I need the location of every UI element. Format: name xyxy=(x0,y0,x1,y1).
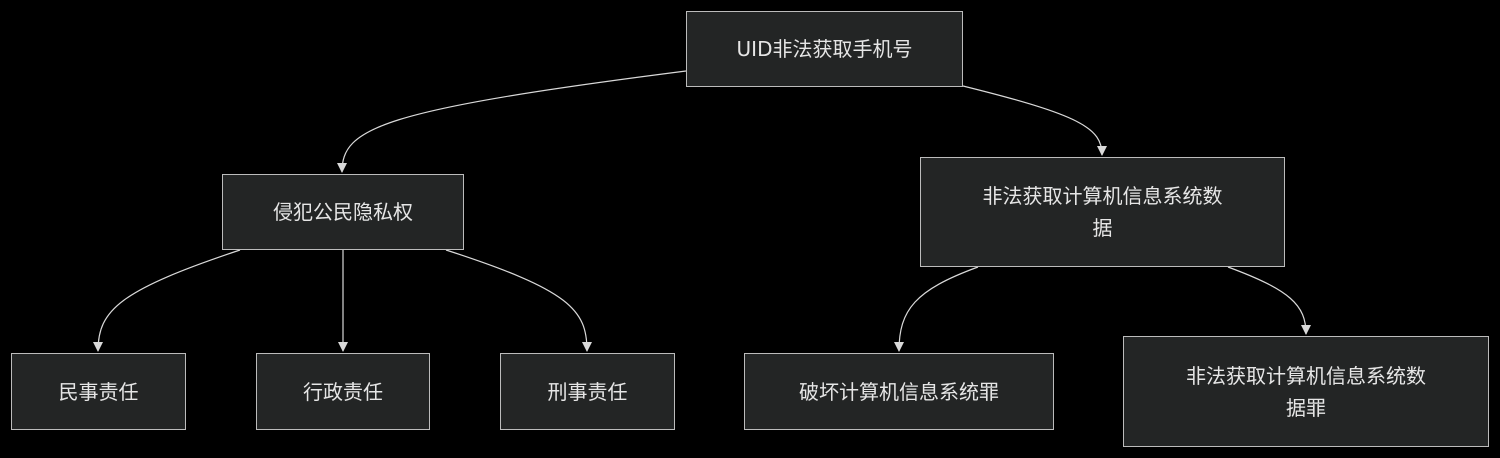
node-civil-liability: 民事责任 xyxy=(11,353,186,430)
node-privacy-infringement: 侵犯公民隐私权 xyxy=(222,174,464,250)
node-label: 刑事责任 xyxy=(547,379,628,404)
edge-illegal_data-to-illegal_data_crime xyxy=(1227,266,1311,335)
edge-privacy-to-criminal xyxy=(445,249,592,352)
edge-illegal_data-to-sabotage_crime xyxy=(894,266,979,352)
edge-privacy-to-civil xyxy=(93,249,241,352)
node-label: 非法获取计算机信息系统数据罪 xyxy=(1186,363,1426,420)
node-label: 非法获取计算机信息系统数据 xyxy=(982,184,1223,240)
edge-root-to-privacy xyxy=(337,70,687,173)
node-illegal-data-crime: 非法获取计算机信息系统数据罪 xyxy=(1123,336,1489,447)
node-label: 破坏计算机信息系统罪 xyxy=(799,379,999,404)
node-criminal-liability: 刑事责任 xyxy=(500,353,675,430)
node-illegal-data-acquisition: 非法获取计算机信息系统数据 xyxy=(920,157,1285,267)
node-label: 侵犯公民隐私权 xyxy=(273,200,413,224)
node-label: 民事责任 xyxy=(58,379,139,404)
node-uid-illegal-phone: UID非法获取手机号 xyxy=(686,11,963,87)
edge-root-to-illegal_data xyxy=(962,85,1107,156)
node-label: UID非法获取手机号 xyxy=(736,37,913,61)
node-administrative-liability: 行政责任 xyxy=(256,353,430,430)
node-label: 行政责任 xyxy=(303,379,383,404)
node-sabotage-crime: 破坏计算机信息系统罪 xyxy=(744,353,1054,430)
